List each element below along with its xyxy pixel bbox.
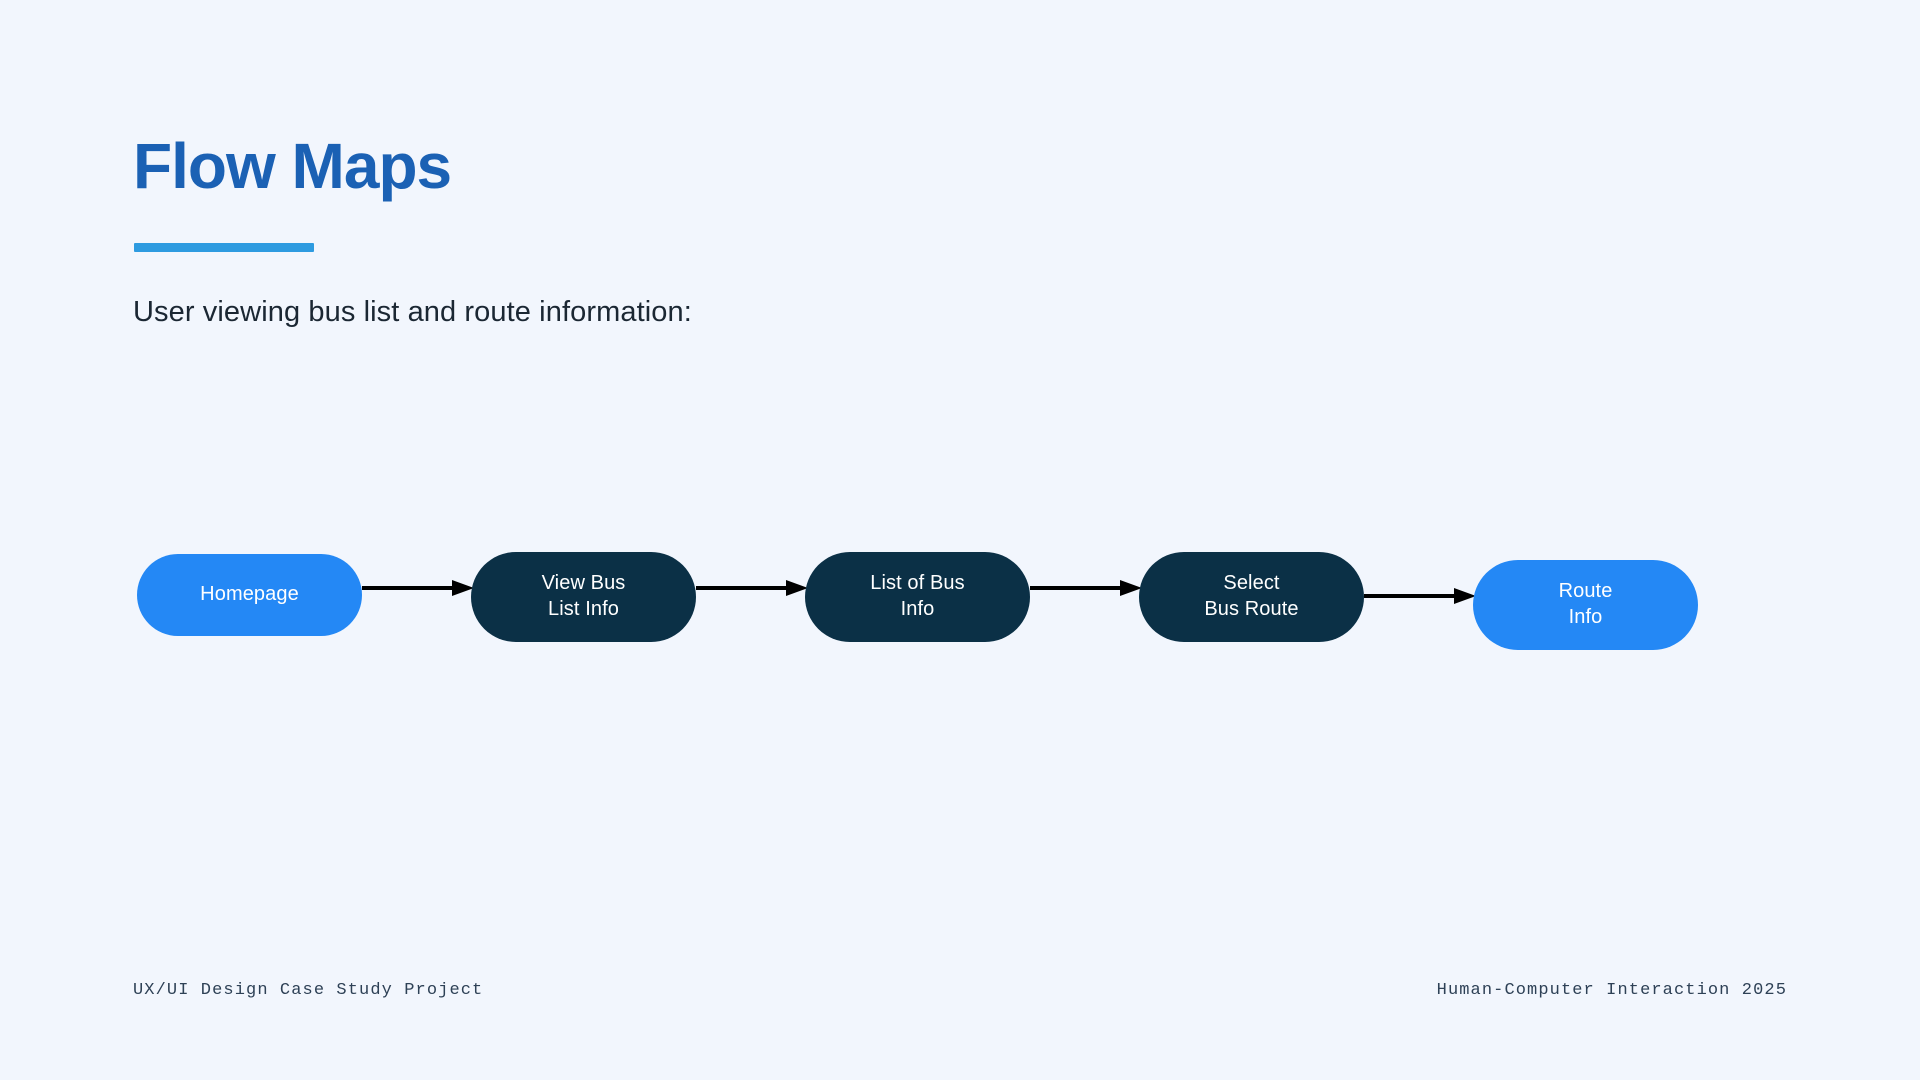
page-title: Flow Maps [133,130,452,202]
flow-node-route-info[interactable]: Route Info [1473,560,1698,650]
flow-node-label: View Bus List Info [541,572,626,620]
title-underline-rule [134,243,314,252]
flow-arrow-list-of-bus-to-select-route [1030,578,1142,598]
flow-arrow-homepage-to-view-bus-list [362,578,474,598]
flow-arrow-select-route-to-route-info [1364,586,1476,606]
flow-node-homepage[interactable]: Homepage [137,554,362,636]
flow-node-label: Select Bus Route [1204,572,1299,620]
flow-node-list-of-bus[interactable]: List of Bus Info [805,552,1030,642]
flow-node-label: Route Info [1558,580,1613,628]
flow-node-label: List of Bus Info [870,572,965,620]
flow-node-label: Homepage [200,583,299,606]
flow-diagram: Homepage View Bus List Info List of Bus In… [0,520,1920,700]
flow-node-select-route[interactable]: Select Bus Route [1139,552,1364,642]
slide-subtitle: User viewing bus list and route informat… [133,296,692,328]
flow-arrow-view-bus-list-to-list-of-bus [696,578,808,598]
footer-left-text: UX/UI Design Case Study Project [133,981,484,1000]
footer-right-text: Human-Computer Interaction 2025 [1436,981,1787,1000]
flow-node-view-bus-list[interactable]: View Bus List Info [471,552,696,642]
